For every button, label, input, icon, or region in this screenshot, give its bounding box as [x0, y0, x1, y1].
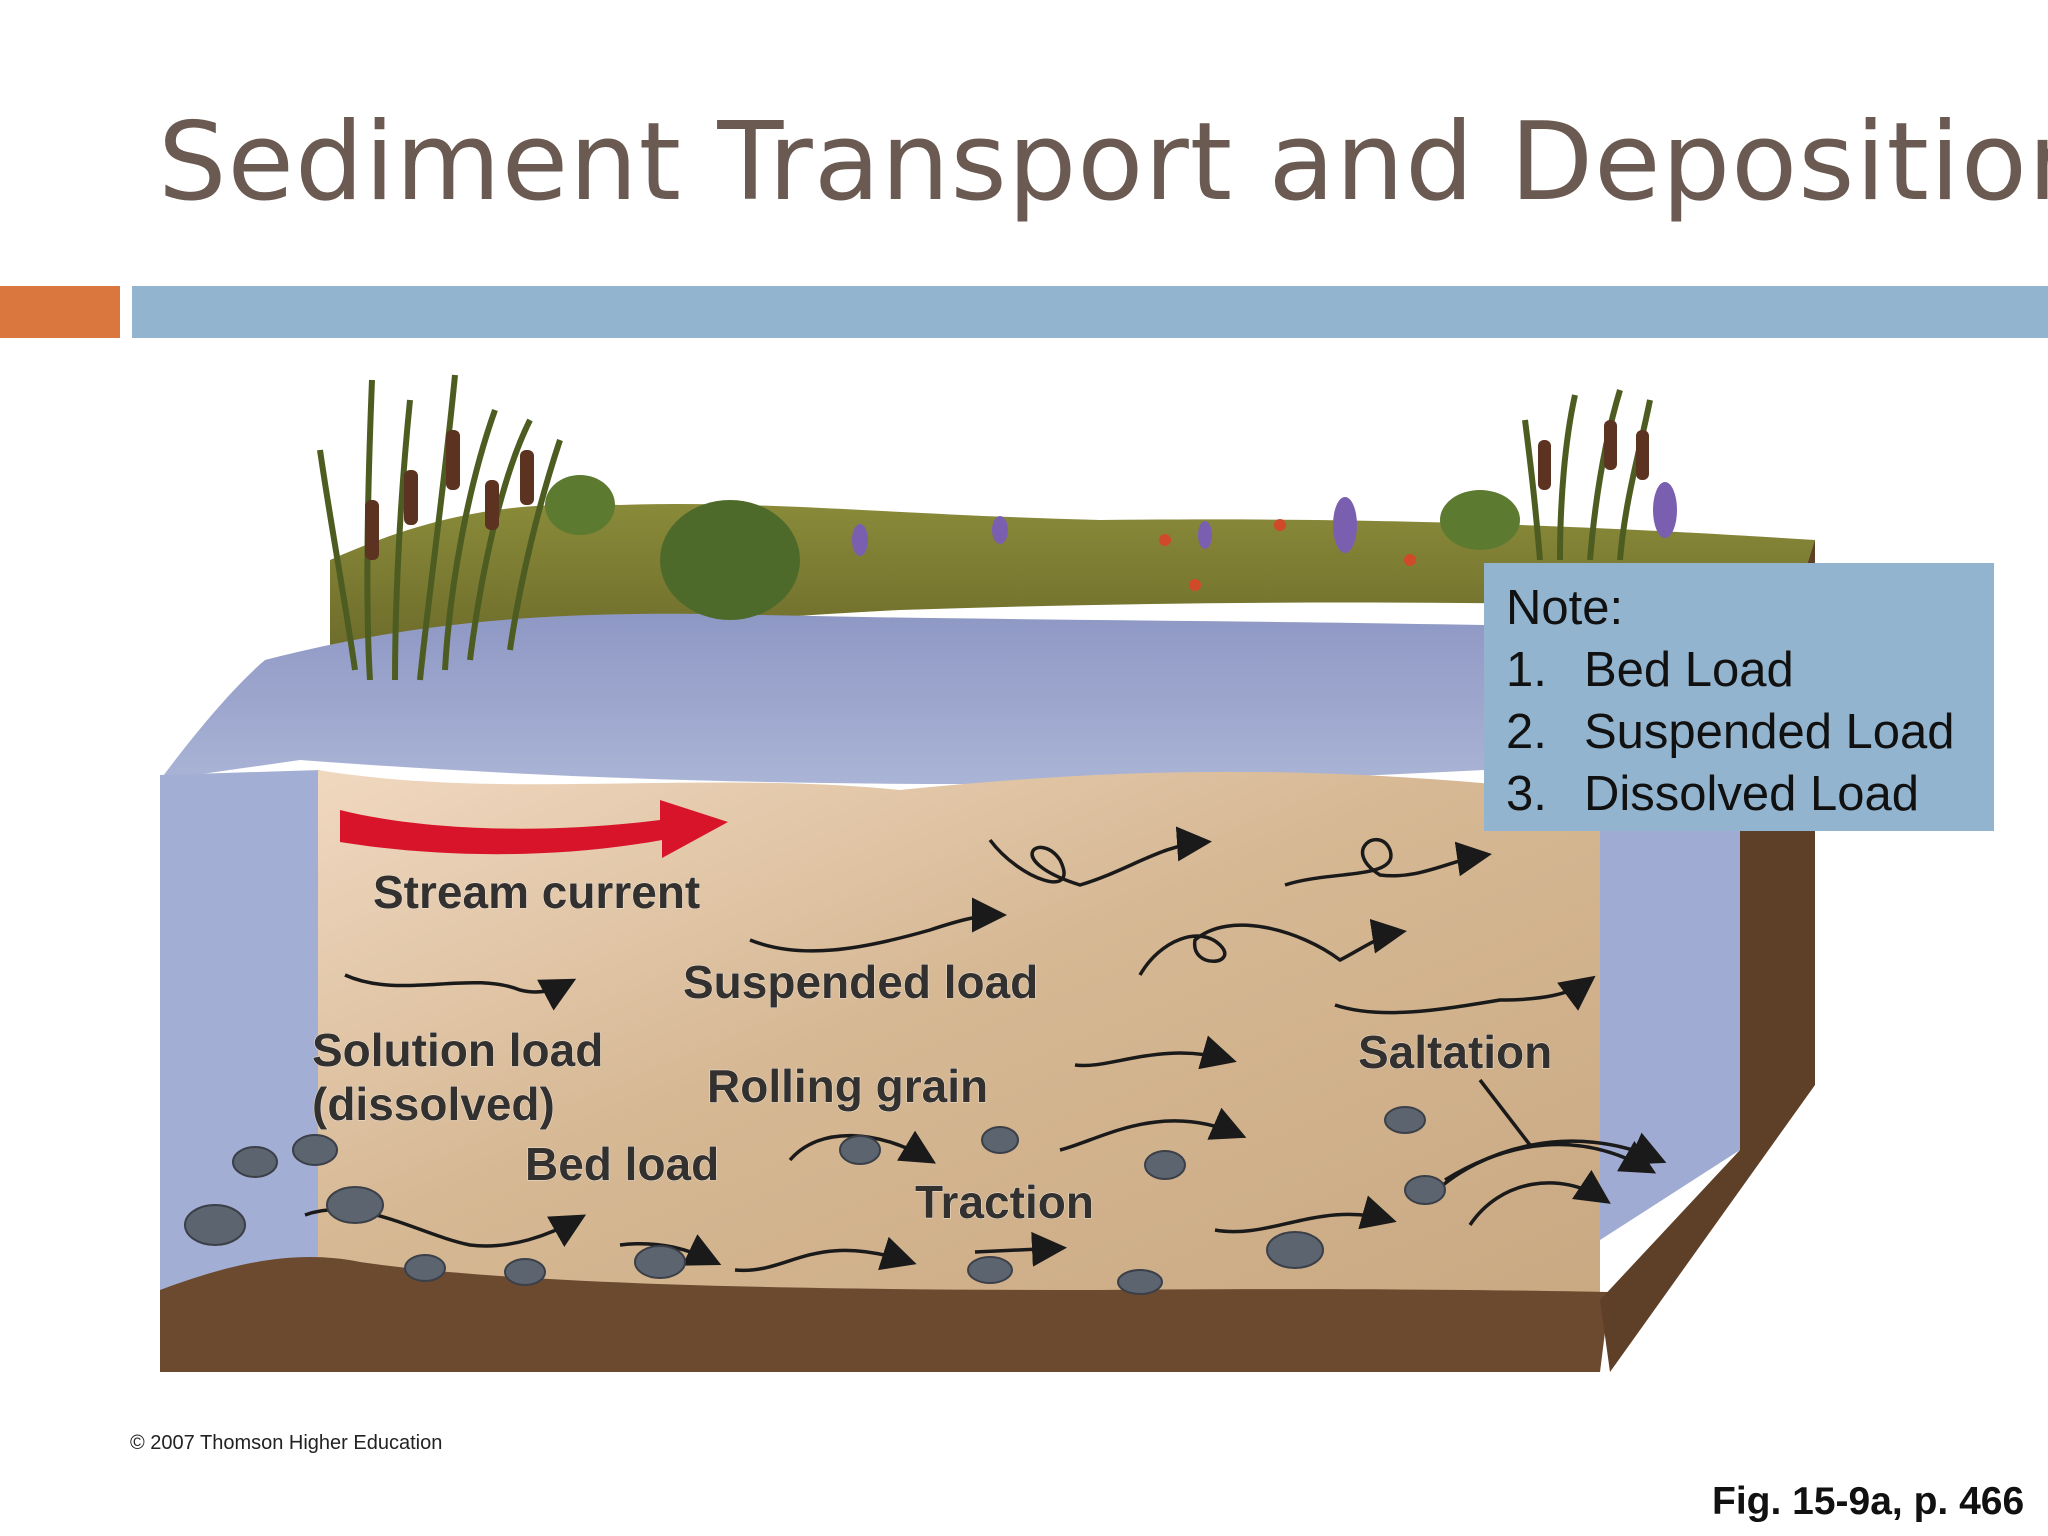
note-box: Note: 1. Bed Load 2. Suspended Load 3. D…: [1484, 563, 1994, 831]
label-stream-current: Stream current: [373, 866, 700, 918]
yellow-bush: [660, 500, 800, 620]
yellow-bush-3: [1440, 490, 1520, 550]
cattails-left: [365, 430, 534, 560]
note-item-number: 2.: [1506, 705, 1547, 759]
note-heading: Note:: [1506, 581, 1624, 635]
label-suspended-load: Suspended load: [683, 956, 1038, 1008]
figure-reference: Fig. 15-9a, p. 466: [1712, 1480, 2025, 1523]
water-face: [160, 770, 320, 1300]
stream-current-arrow: [340, 800, 728, 858]
saltation-paths: [1433, 1078, 1667, 1226]
water-surface: [160, 613, 1484, 784]
label-solution-load-dissolved: (dissolved): [312, 1078, 555, 1130]
cattails-right: [1538, 420, 1649, 490]
note-item: 3. Dissolved Load: [1506, 763, 1994, 825]
reeds-left: [317, 374, 563, 681]
water-face-right: [1600, 780, 1740, 1240]
red-flowers: [1159, 519, 1416, 591]
label-traction: Traction: [915, 1176, 1094, 1228]
yellow-bush-2: [545, 475, 615, 535]
accent-bar-blue: [132, 286, 2048, 338]
label-rolling-grain: Rolling grain: [707, 1060, 988, 1112]
pebbles: [184, 1106, 1446, 1295]
copyright-credit: © 2007 Thomson Higher Education: [130, 1432, 443, 1454]
label-bed-load: Bed load: [525, 1138, 719, 1190]
reeds-right: [1522, 389, 1653, 561]
accent-bar-orange: [0, 286, 120, 338]
note-item-number: 3.: [1506, 767, 1547, 821]
sediment-cross-section: [318, 770, 1600, 1300]
note-item-text: Dissolved Load: [1584, 767, 1920, 821]
note-item-text: Suspended Load: [1584, 705, 1955, 759]
note-item: 1. Bed Load: [1506, 639, 1994, 701]
slide-title: Sediment Transport and Deposition: [158, 100, 2048, 225]
purple-flowers: [852, 482, 1677, 556]
note-item-text: Bed Load: [1584, 643, 1794, 697]
note-item: 2. Suspended Load: [1506, 701, 1994, 763]
note-item-number: 1.: [1506, 643, 1547, 697]
label-solution-load: Solution load: [312, 1024, 603, 1076]
suspended-load-paths: [344, 826, 1596, 1070]
label-saltation: Saltation: [1358, 1026, 1552, 1078]
